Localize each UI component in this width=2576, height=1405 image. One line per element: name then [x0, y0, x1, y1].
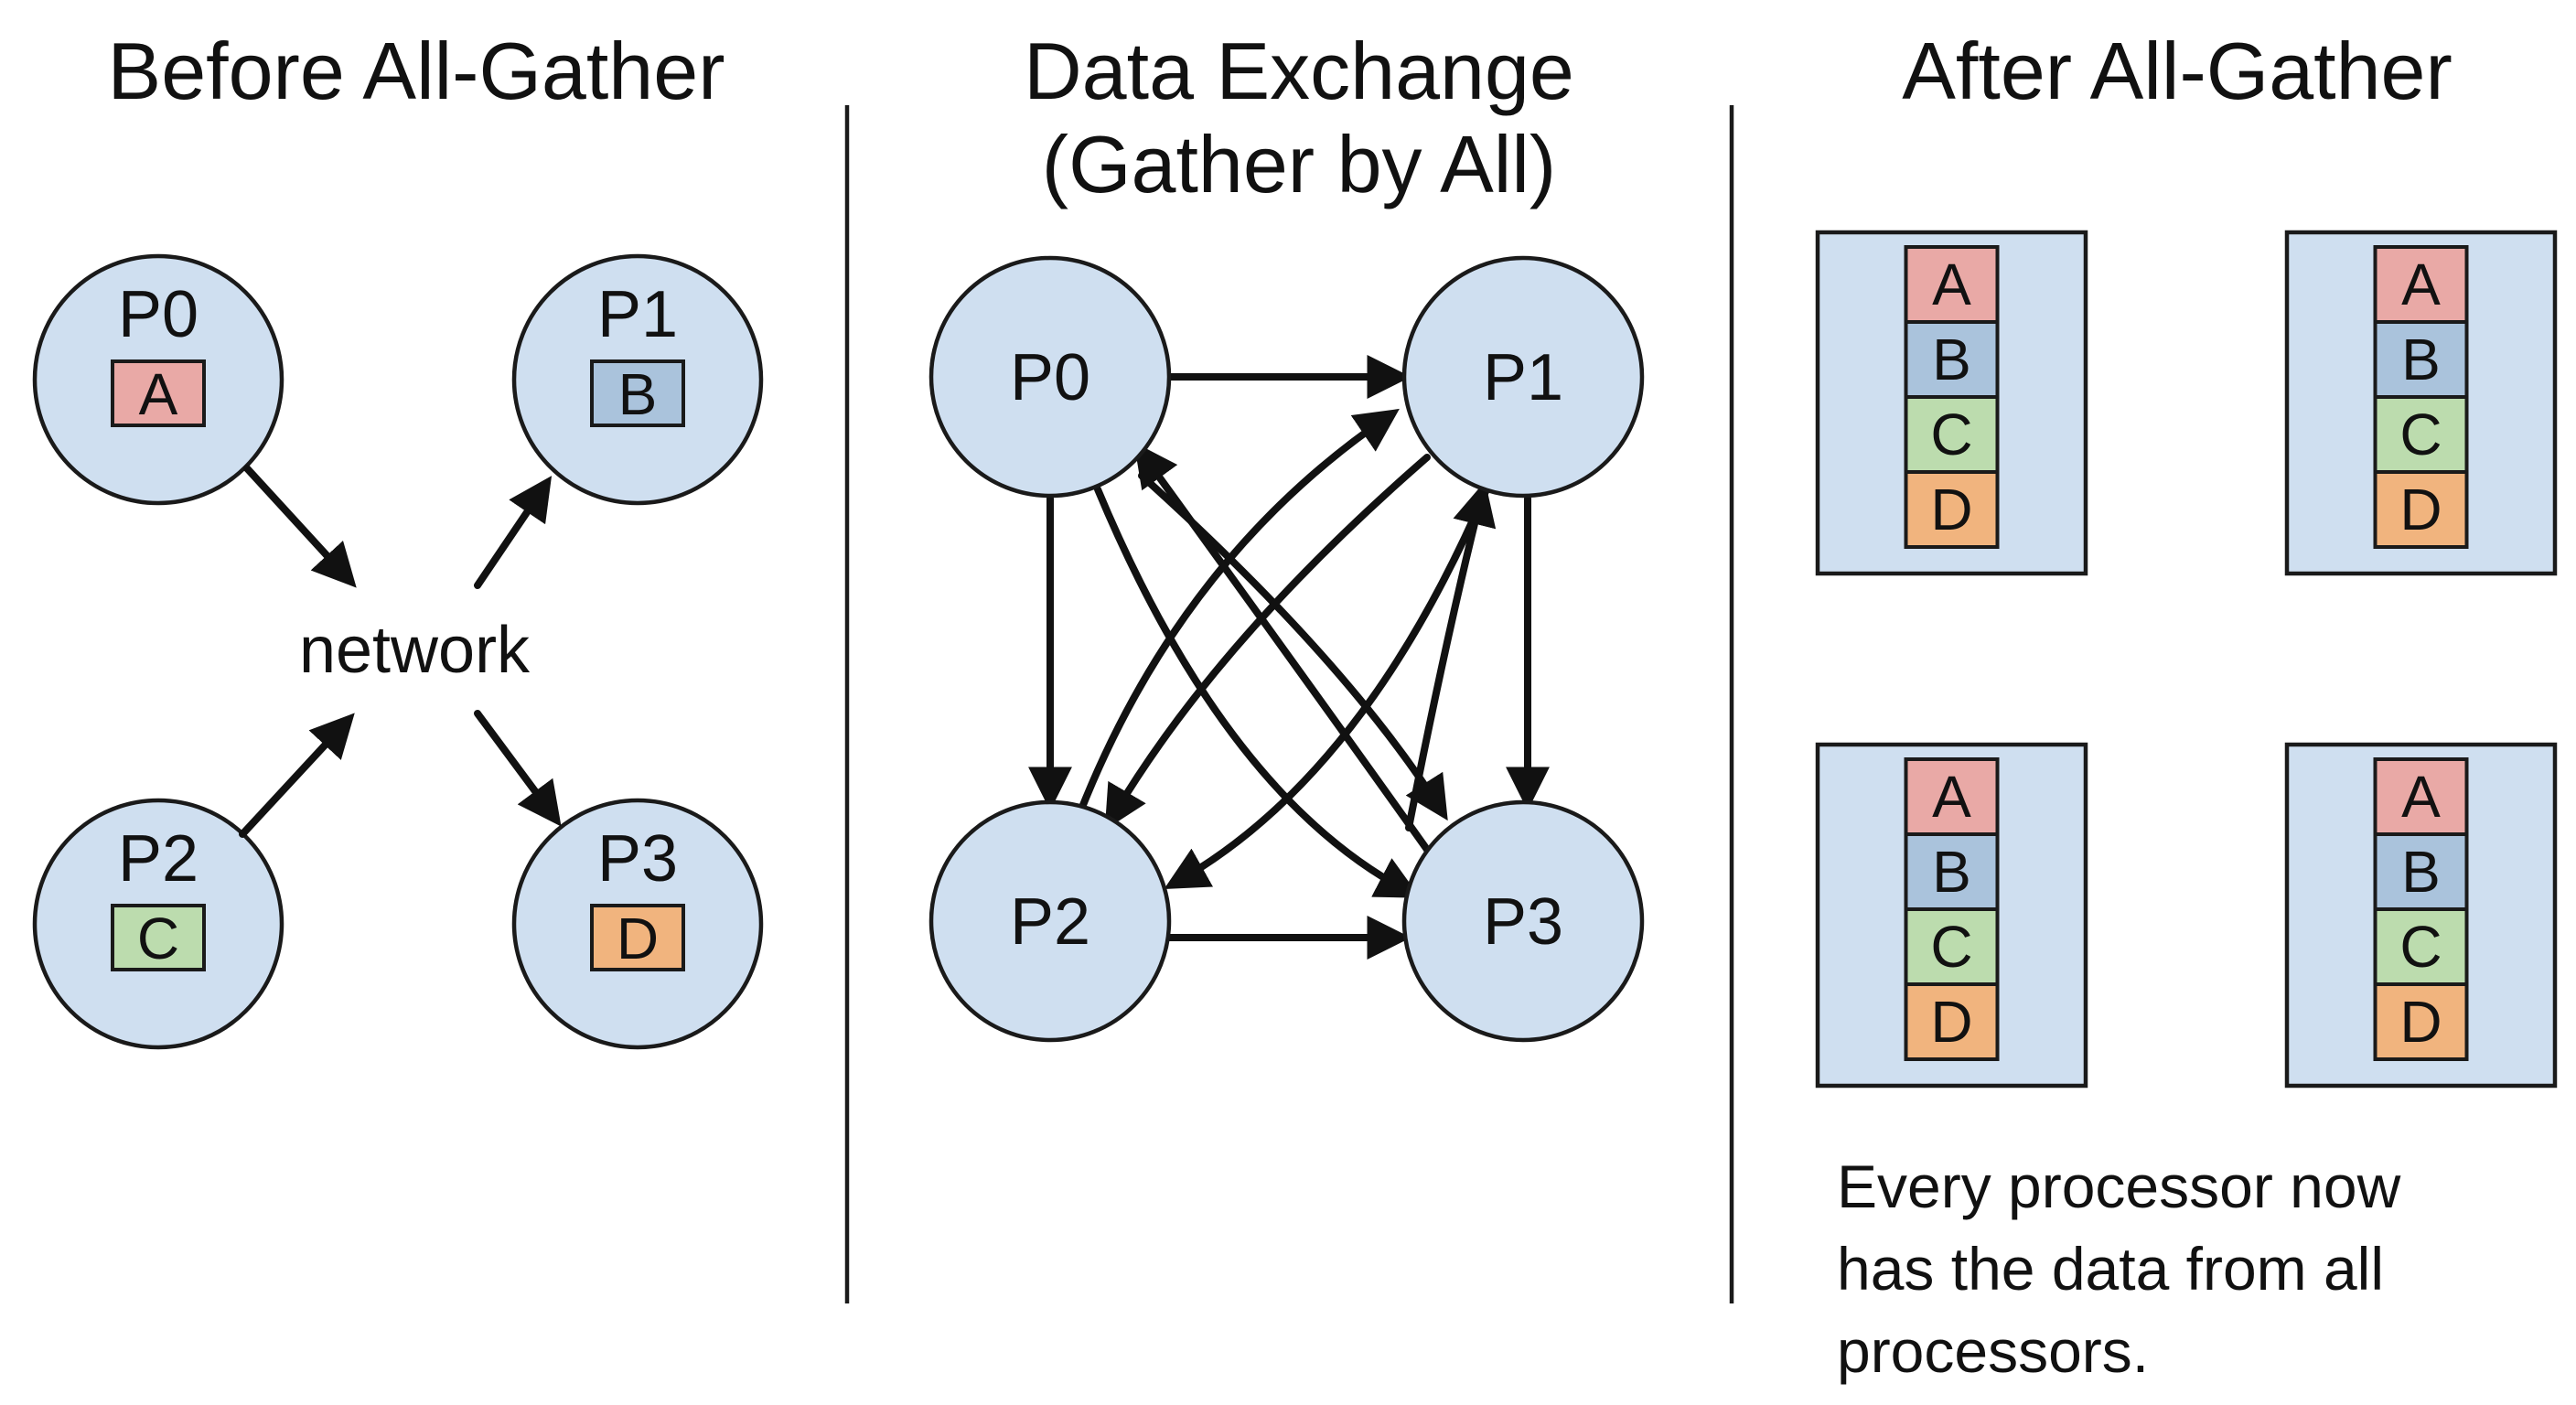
- before-node-p1: P1 B: [511, 253, 764, 506]
- exchange-node-p1-label: P1: [1483, 341, 1563, 414]
- exchange-title-line1: Data Exchange: [1024, 26, 1574, 116]
- exchange-node-p0: P0: [928, 255, 1172, 499]
- after-block-d: [2373, 982, 2469, 1061]
- before-node-p2: P2 C: [32, 798, 284, 1050]
- after-block-label: A: [1932, 764, 1971, 830]
- after-block-a: [2373, 757, 2469, 836]
- before-block-c: [111, 904, 206, 971]
- after-block-label: D: [2399, 477, 2442, 542]
- after-title: After All-Gather: [1902, 26, 2453, 116]
- after-block-a: [1904, 757, 2000, 836]
- after-block-label: C: [1930, 914, 1972, 980]
- after-block-d: [2373, 470, 2469, 549]
- before-block-c-label: C: [137, 906, 179, 971]
- after-block-label: D: [1930, 477, 1972, 542]
- arrow-p0-to-p3-a: [1138, 472, 1448, 821]
- before-block-d-label: D: [617, 906, 659, 971]
- after-block-c: [2373, 907, 2469, 986]
- arrow-p2-to-network: [239, 713, 355, 838]
- before-node-p3-label: P3: [597, 822, 678, 896]
- arrow-network-to-p3: [474, 710, 562, 827]
- arrow-network-to-p1: [474, 476, 553, 589]
- exchange-panel: P0 P1 P2 P3: [928, 255, 1645, 1043]
- after-block-b: [2373, 832, 2469, 911]
- after-block-label: C: [1930, 402, 1972, 467]
- exchange-node-p3: P3: [1401, 799, 1645, 1043]
- after-block-label: A: [2401, 252, 2441, 317]
- arrow-p3-to-p1: [1405, 481, 1497, 831]
- before-block-b-label: B: [618, 361, 658, 427]
- before-node-p0: P0 A: [32, 253, 284, 506]
- arrow-p0-to-network: [243, 465, 357, 588]
- after-block-d: [1904, 470, 2000, 549]
- exchange-node-p2-label: P2: [1010, 885, 1090, 959]
- before-title: Before All-Gather: [108, 26, 725, 116]
- arrow-p1-to-p2-a: [1104, 454, 1431, 831]
- after-block-label: D: [2399, 989, 2442, 1055]
- before-block-b: [590, 359, 685, 427]
- after-block-label: C: [2399, 402, 2442, 467]
- exchange-title-line2: (Gather by All): [1042, 119, 1556, 209]
- after-block-d: [1904, 982, 2000, 1061]
- before-node-p1-label: P1: [597, 278, 678, 351]
- exchange-node-p3-label: P3: [1483, 885, 1563, 959]
- after-block-label: B: [2401, 839, 2441, 905]
- exchange-node-p0-label: P0: [1010, 341, 1090, 414]
- before-block-d: [590, 904, 685, 971]
- after-block-c: [1904, 907, 2000, 986]
- before-block-a: [111, 359, 206, 427]
- after-block-label: B: [1932, 839, 1971, 905]
- after-block-label: A: [1932, 252, 1971, 317]
- before-node-p0-label: P0: [118, 278, 199, 351]
- after-note-line-1: Every processor now: [1837, 1153, 2401, 1220]
- network-label: network: [299, 614, 531, 687]
- before-node-p2-label: P2: [118, 822, 199, 896]
- after-block-label: B: [1932, 327, 1971, 392]
- after-block-label: D: [1930, 989, 1972, 1055]
- exchange-node-p1: P1: [1401, 255, 1645, 499]
- after-block-label: A: [2401, 764, 2441, 830]
- after-note-line-3: processors.: [1837, 1317, 2149, 1385]
- exchange-node-p2: P2: [928, 799, 1172, 1043]
- after-block-a: [1904, 245, 2000, 324]
- before-panel: P0 A P1 B P2 C P3 D network: [32, 253, 764, 1050]
- before-block-a-label: A: [139, 361, 178, 427]
- arrow-p3-to-p0: [1133, 442, 1438, 863]
- before-node-p3: P3 D: [511, 798, 764, 1050]
- after-block-label: C: [2399, 914, 2442, 980]
- after-note-line-2: has the data from all: [1837, 1235, 2384, 1303]
- after-block-label: B: [2401, 327, 2441, 392]
- arrow-p2-to-p1: [1076, 408, 1400, 818]
- arrow-p0-to-p3-b: [1094, 486, 1421, 898]
